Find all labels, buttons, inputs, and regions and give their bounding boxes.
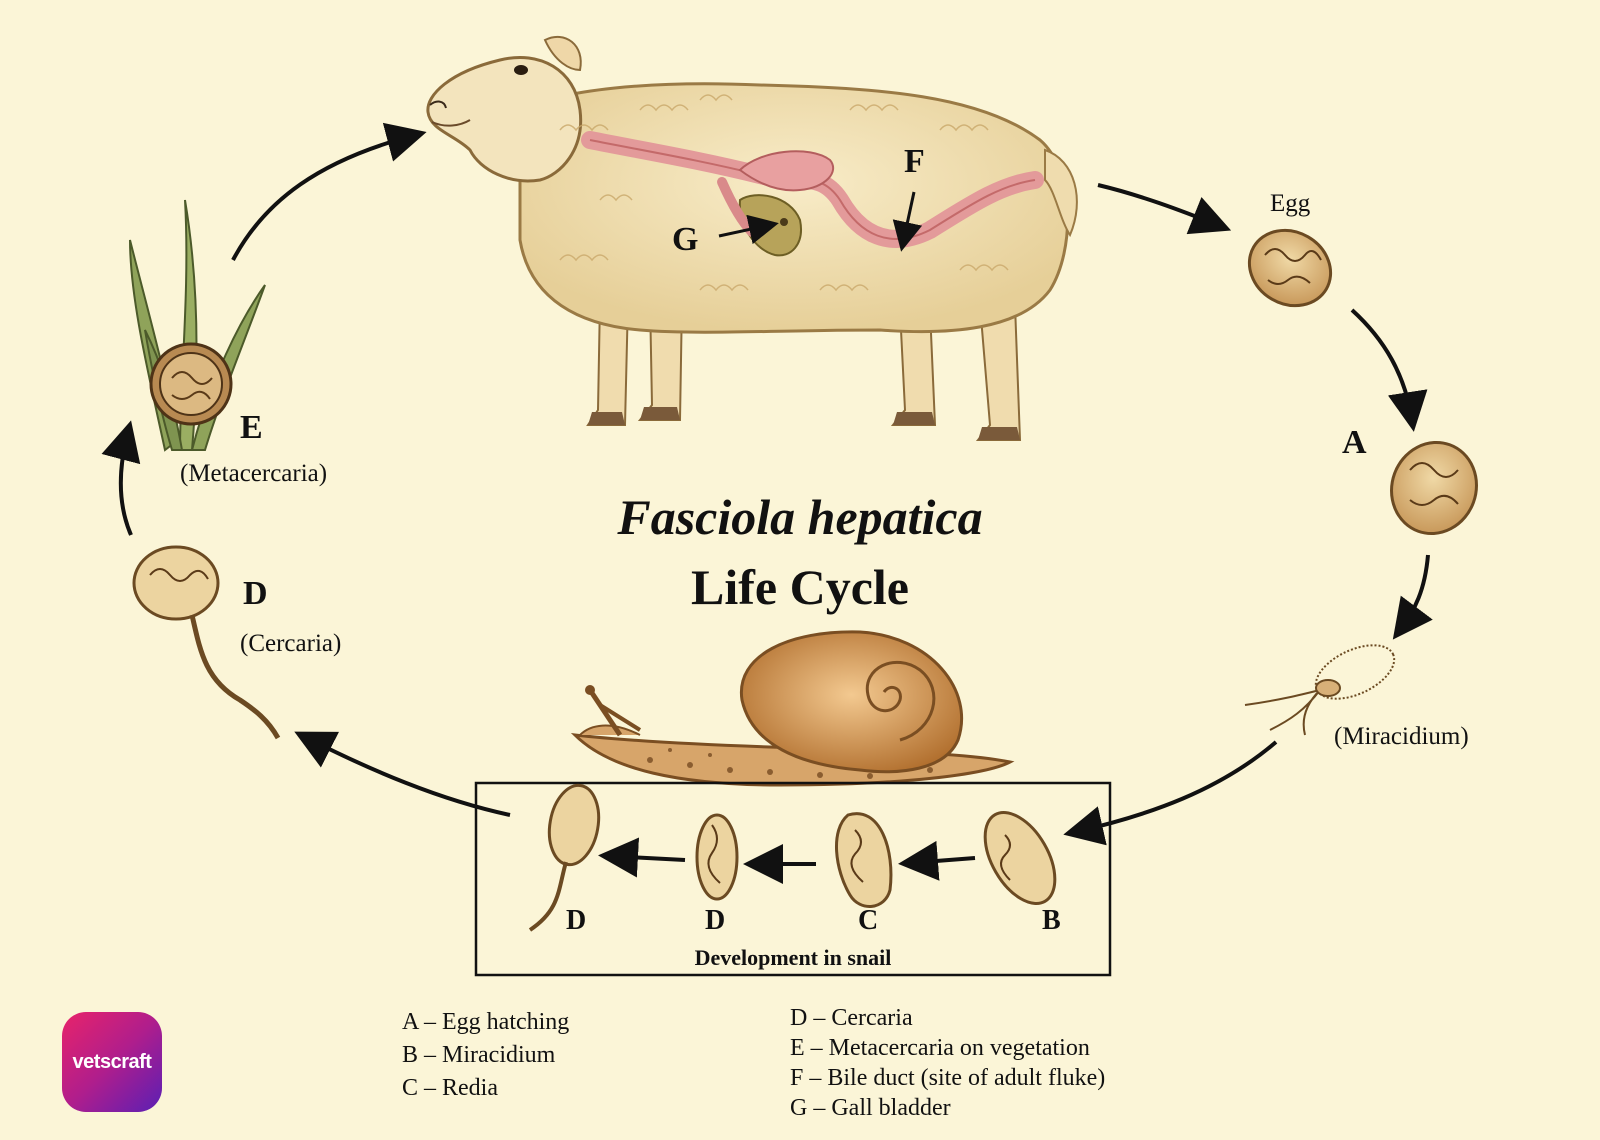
label-d-cercaria-stage: D — [243, 575, 268, 613]
legend-item-d: D – Cercaria — [790, 1003, 1105, 1033]
vetscraft-logo: vetscraft — [62, 1012, 162, 1112]
miracidium-illustration — [1245, 634, 1402, 735]
legend-item-e: E – Metacercaria on vegetation — [790, 1033, 1105, 1063]
snail-box-caption: Development in snail — [0, 945, 1586, 971]
label-f: F — [904, 143, 925, 181]
label-cercaria: (Cercaria) — [240, 630, 341, 658]
legend-item-g: G – Gall bladder — [790, 1093, 1105, 1123]
legend-item-f: F – Bile duct (site of adult fluke) — [790, 1063, 1105, 1093]
label-e: E — [240, 409, 263, 447]
snail-illustration — [575, 632, 1010, 785]
diagram-title-line1: Fasciola hepatica — [0, 488, 1600, 546]
legend-item-a: A – Egg hatching — [402, 1006, 569, 1039]
stage-b-illustration — [971, 801, 1069, 916]
label-c: C — [858, 905, 878, 937]
legend-item-c: C – Redia — [402, 1072, 569, 1105]
label-egg: Egg — [1270, 190, 1310, 218]
label-b: B — [1042, 905, 1061, 937]
label-d-left: D — [566, 905, 586, 937]
label-metacercaria: (Metacercaria) — [180, 460, 327, 488]
sheep — [428, 37, 1077, 440]
stage-d-illustration — [697, 815, 737, 899]
logo-text: vetscraft — [73, 1051, 152, 1074]
label-d-middle: D — [705, 905, 725, 937]
diagram-title-line2: Life Cycle — [0, 558, 1600, 616]
label-g: G — [672, 221, 698, 259]
stage-c-illustration — [836, 814, 890, 907]
label-a: A — [1342, 424, 1367, 462]
metacercaria-illustration — [151, 344, 231, 424]
legend-left: A – Egg hatching B – Miracidium C – Redi… — [402, 1006, 569, 1105]
legend-item-b: B – Miracidium — [402, 1039, 569, 1072]
legend-right: D – Cercaria E – Metacercaria on vegetat… — [790, 1003, 1105, 1123]
label-miracidium: (Miracidium) — [1334, 723, 1469, 751]
egg-illustration — [1236, 216, 1345, 320]
